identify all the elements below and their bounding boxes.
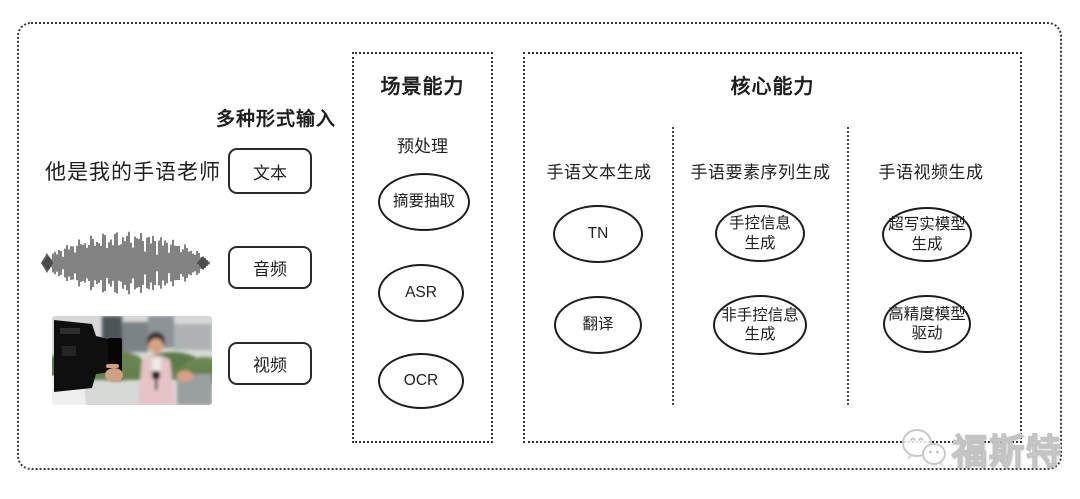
- node-translation: 翻译: [554, 296, 642, 354]
- scene-box-title: 场景能力: [380, 76, 465, 98]
- node-summary-extraction-label: 摘要抽取: [392, 193, 455, 211]
- node-summary-extraction: 摘要抽取: [378, 173, 470, 231]
- column-header-video-generation: 手语视频生成: [878, 163, 984, 182]
- node-high-precision-model-driving-label: 高精度模型 驱动: [888, 305, 966, 342]
- column-divider: [847, 127, 849, 405]
- node-hyperrealistic-model-generation-label: 超写实模型 生成: [888, 216, 966, 253]
- node-tn-label: TN: [587, 225, 609, 243]
- input-tag-text: 文本: [228, 148, 312, 194]
- input-tag-video-label: 视频: [253, 356, 287, 375]
- input-tag-text-label: 文本: [253, 163, 287, 183]
- node-non-manual-info-generation-label: 非手控信息 生成: [721, 306, 799, 343]
- node-hyperrealistic-model-generation: 超写实模型 生成: [882, 207, 972, 262]
- scene-capability-box: 场景能力 预处理: [352, 52, 493, 443]
- node-tn: TN: [553, 205, 643, 263]
- camera-foreground: [52, 320, 123, 405]
- input-tag-video: 视频: [228, 342, 312, 385]
- waveform-icon: [41, 231, 210, 295]
- node-high-precision-model-driving: 高精度模型 驱动: [883, 295, 971, 353]
- core-capability-box: 核心能力: [523, 52, 1022, 443]
- node-ocr: OCR: [378, 353, 464, 409]
- column-header-element-sequence-generation: 手语要素序列生成: [690, 163, 831, 182]
- core-box-title: 核心能力: [730, 76, 815, 98]
- node-manual-info-generation-label: 手控信息 生成: [728, 215, 791, 252]
- node-non-manual-info-generation: 非手控信息 生成: [713, 295, 807, 355]
- video-thumbnail: [52, 316, 212, 405]
- node-translation-label: 翻译: [582, 316, 614, 334]
- node-manual-info-generation: 手控信息 生成: [715, 205, 805, 262]
- outer-dotted-frame: [17, 22, 1062, 470]
- chat-bubbles-icon: [902, 429, 946, 467]
- watermark-text: 福斯特: [951, 432, 1064, 472]
- input-tag-audio: 音频: [228, 246, 312, 289]
- node-asr: ASR: [378, 264, 464, 322]
- column-header-text-generation: 手语文本生成: [546, 163, 652, 182]
- input-section-label: 多种形式输入: [216, 109, 337, 130]
- text-input-example: 他是我的手语老师: [45, 161, 221, 184]
- column-divider: [672, 127, 674, 405]
- node-asr-label: ASR: [405, 284, 437, 302]
- node-ocr-label: OCR: [403, 372, 439, 390]
- input-tag-audio-label: 音频: [253, 260, 287, 279]
- preprocessing-label: 预处理: [397, 137, 448, 156]
